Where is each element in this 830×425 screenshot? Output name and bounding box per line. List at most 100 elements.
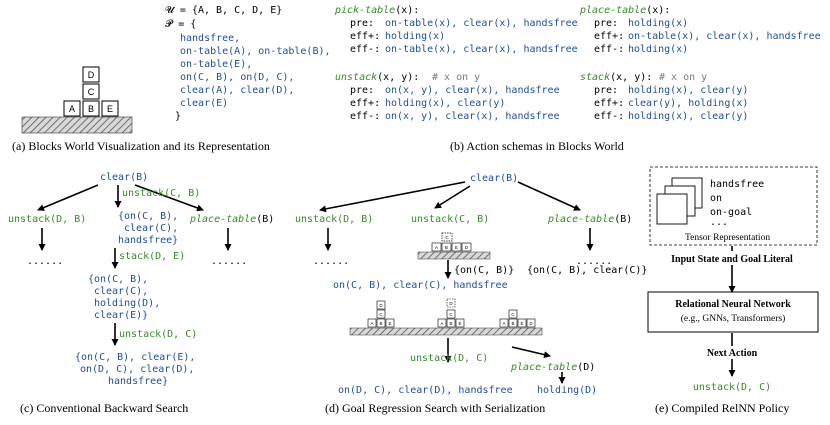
next-action: unstack(D, C) — [693, 382, 771, 393]
block-b — [82, 100, 100, 117]
unstack-header: unstack(x, y):# x on y — [335, 72, 480, 83]
c-edge-3-label: unstack(D, C) — [119, 329, 197, 340]
g3-block-a-label: A — [502, 321, 505, 326]
network-box — [647, 291, 819, 333]
d-bottom-right: holding(D) — [537, 385, 597, 396]
g2-block-c-label: C — [449, 312, 453, 317]
c-left-child: unstack(D, B) — [8, 214, 86, 225]
tensor-title: Tensor Representation — [685, 233, 770, 243]
g2-block-c — [446, 309, 456, 319]
state-line-2: on-table(A), on-table(B), — [180, 46, 331, 57]
mini-block-d-label: D — [465, 245, 469, 250]
d-edge-right-label: place-table(D) — [510, 362, 595, 373]
g2-block-e — [455, 318, 465, 328]
c-state3-2: on(D, C), clear(D), — [80, 364, 194, 375]
g3-block-e — [517, 318, 527, 328]
state-line-3: on-table(E), — [180, 59, 252, 70]
place-table-header: place-table(x): — [579, 5, 670, 16]
d-left-child: unstack(D, B) — [295, 214, 373, 225]
c-right-child: place-table(B) — [189, 214, 274, 225]
d-right-child: place-table(B) — [547, 214, 632, 225]
g2-block-a — [437, 318, 447, 328]
tensor-box — [649, 166, 818, 246]
block-e — [101, 100, 119, 117]
g1-block-c-label: C — [379, 312, 383, 317]
c-state3-1: {on(C, B), clear(E), — [75, 352, 195, 363]
d-edge-right — [517, 181, 581, 211]
caption-a: (a) Blocks World Visualization and its R… — [12, 139, 270, 153]
c-edge-root-label: unstack(C, B) — [122, 188, 200, 199]
stack-pre: pre:holding(x), clear(y) — [594, 85, 748, 96]
block-d — [82, 66, 100, 83]
place-table-add: eff+:on-table(x), clear(x), handsfree — [594, 31, 821, 42]
pick-table-pre: pre:on-table(x), clear(x), handsfree — [350, 18, 578, 29]
g3-block-c — [508, 309, 518, 319]
d-subgoal-2: {on(C, B), clear(C)} — [527, 265, 647, 276]
unstack-pre: pre:on(x, y), clear(x), handsfree — [350, 85, 560, 96]
unstack-add: eff+:holding(x), clear(y) — [350, 98, 505, 109]
tensor-layer-front — [656, 193, 688, 225]
blocks-world-visualization: A B E C D — [21, 66, 133, 134]
d-edge-left — [319, 181, 466, 213]
caption-d: (d) Goal Regression Search with Serializ… — [325, 401, 545, 415]
mini-block-c-label: C — [445, 235, 449, 240]
table-surface — [21, 116, 133, 134]
mini-table-1 — [417, 251, 491, 260]
mini-block-e — [451, 242, 462, 252]
mini-block-a — [431, 242, 442, 252]
d-goal-line: on(C, B), clear(C), handsfree — [333, 280, 508, 291]
c-dots-left: ...... — [27, 256, 63, 267]
g1-block-d — [376, 300, 386, 310]
d-mini-world-1: C A B E D — [417, 232, 491, 260]
tensor-label-2: on — [710, 193, 722, 204]
tensor-label-4: ... — [710, 217, 728, 228]
d-edge-mid — [434, 185, 471, 209]
input-label-bg — [652, 251, 812, 265]
c-edge-mid-label: stack(D, E) — [119, 251, 185, 262]
state-open: 𝓟 = { — [165, 19, 196, 30]
c-dots-right: ...... — [211, 256, 247, 267]
mini-block-e-label: E — [455, 245, 458, 250]
block-b-label: B — [88, 104, 94, 114]
g1-block-a — [367, 318, 377, 328]
d-dots-left: ...... — [313, 256, 349, 267]
g3-block-b-label: B — [511, 321, 514, 326]
objects-line: 𝓤 = {A, B, C, D, E} — [165, 5, 282, 16]
g2-block-a-label: A — [440, 321, 443, 326]
g3-block-d-label: D — [529, 321, 533, 326]
pick-table-header: pick-table(x): — [334, 5, 419, 16]
g2-block-b — [446, 318, 456, 328]
g1-block-b — [376, 318, 386, 328]
g3-block-a — [499, 318, 509, 328]
mini-block-c-dashed — [441, 232, 453, 242]
mini-block-a-label: A — [435, 245, 438, 250]
g3-block-c-label: C — [511, 312, 515, 317]
c-state2-2: clear(C), — [94, 286, 148, 297]
g1-block-c — [376, 309, 386, 319]
c-edge-left — [37, 184, 99, 211]
g1-block-b-label: B — [379, 321, 382, 326]
panel-b: pick-table(x): pre:on-table(x), clear(x)… — [334, 5, 821, 153]
c-state2-4: clear(E)} — [94, 310, 148, 321]
stack-header: stack(x, y):# x on y — [580, 72, 707, 83]
mini-block-b-label: B — [445, 245, 448, 250]
next-action-label: Next Action — [707, 348, 758, 359]
state-line-5: clear(A), clear(D), — [180, 85, 294, 96]
state-line-4: on(C, B), on(D, C), — [180, 72, 294, 83]
panel-e: handsfree on on-goal ... Tensor Represen… — [647, 166, 819, 415]
next-action-label-bg — [695, 346, 770, 359]
place-table-del: eff-:holding(x) — [594, 44, 688, 55]
block-d-label: D — [88, 70, 95, 80]
g1-block-e-label: E — [388, 321, 391, 326]
c-state2-3: holding(D), — [94, 298, 160, 309]
d-dots-right: ...... — [576, 256, 612, 267]
caption-c: (c) Conventional Backward Search — [20, 401, 188, 415]
g1-block-d-label: D — [379, 303, 383, 308]
state-line-6: clear(E) — [180, 98, 228, 109]
network-sub: (e.g., GNNs, Transformers) — [681, 313, 786, 324]
g2-block-e-label: E — [458, 321, 461, 326]
c-root: clear(B) — [100, 172, 148, 183]
tensor-label-3: on-goal — [710, 207, 752, 218]
g2-block-d-label: D — [449, 301, 453, 306]
